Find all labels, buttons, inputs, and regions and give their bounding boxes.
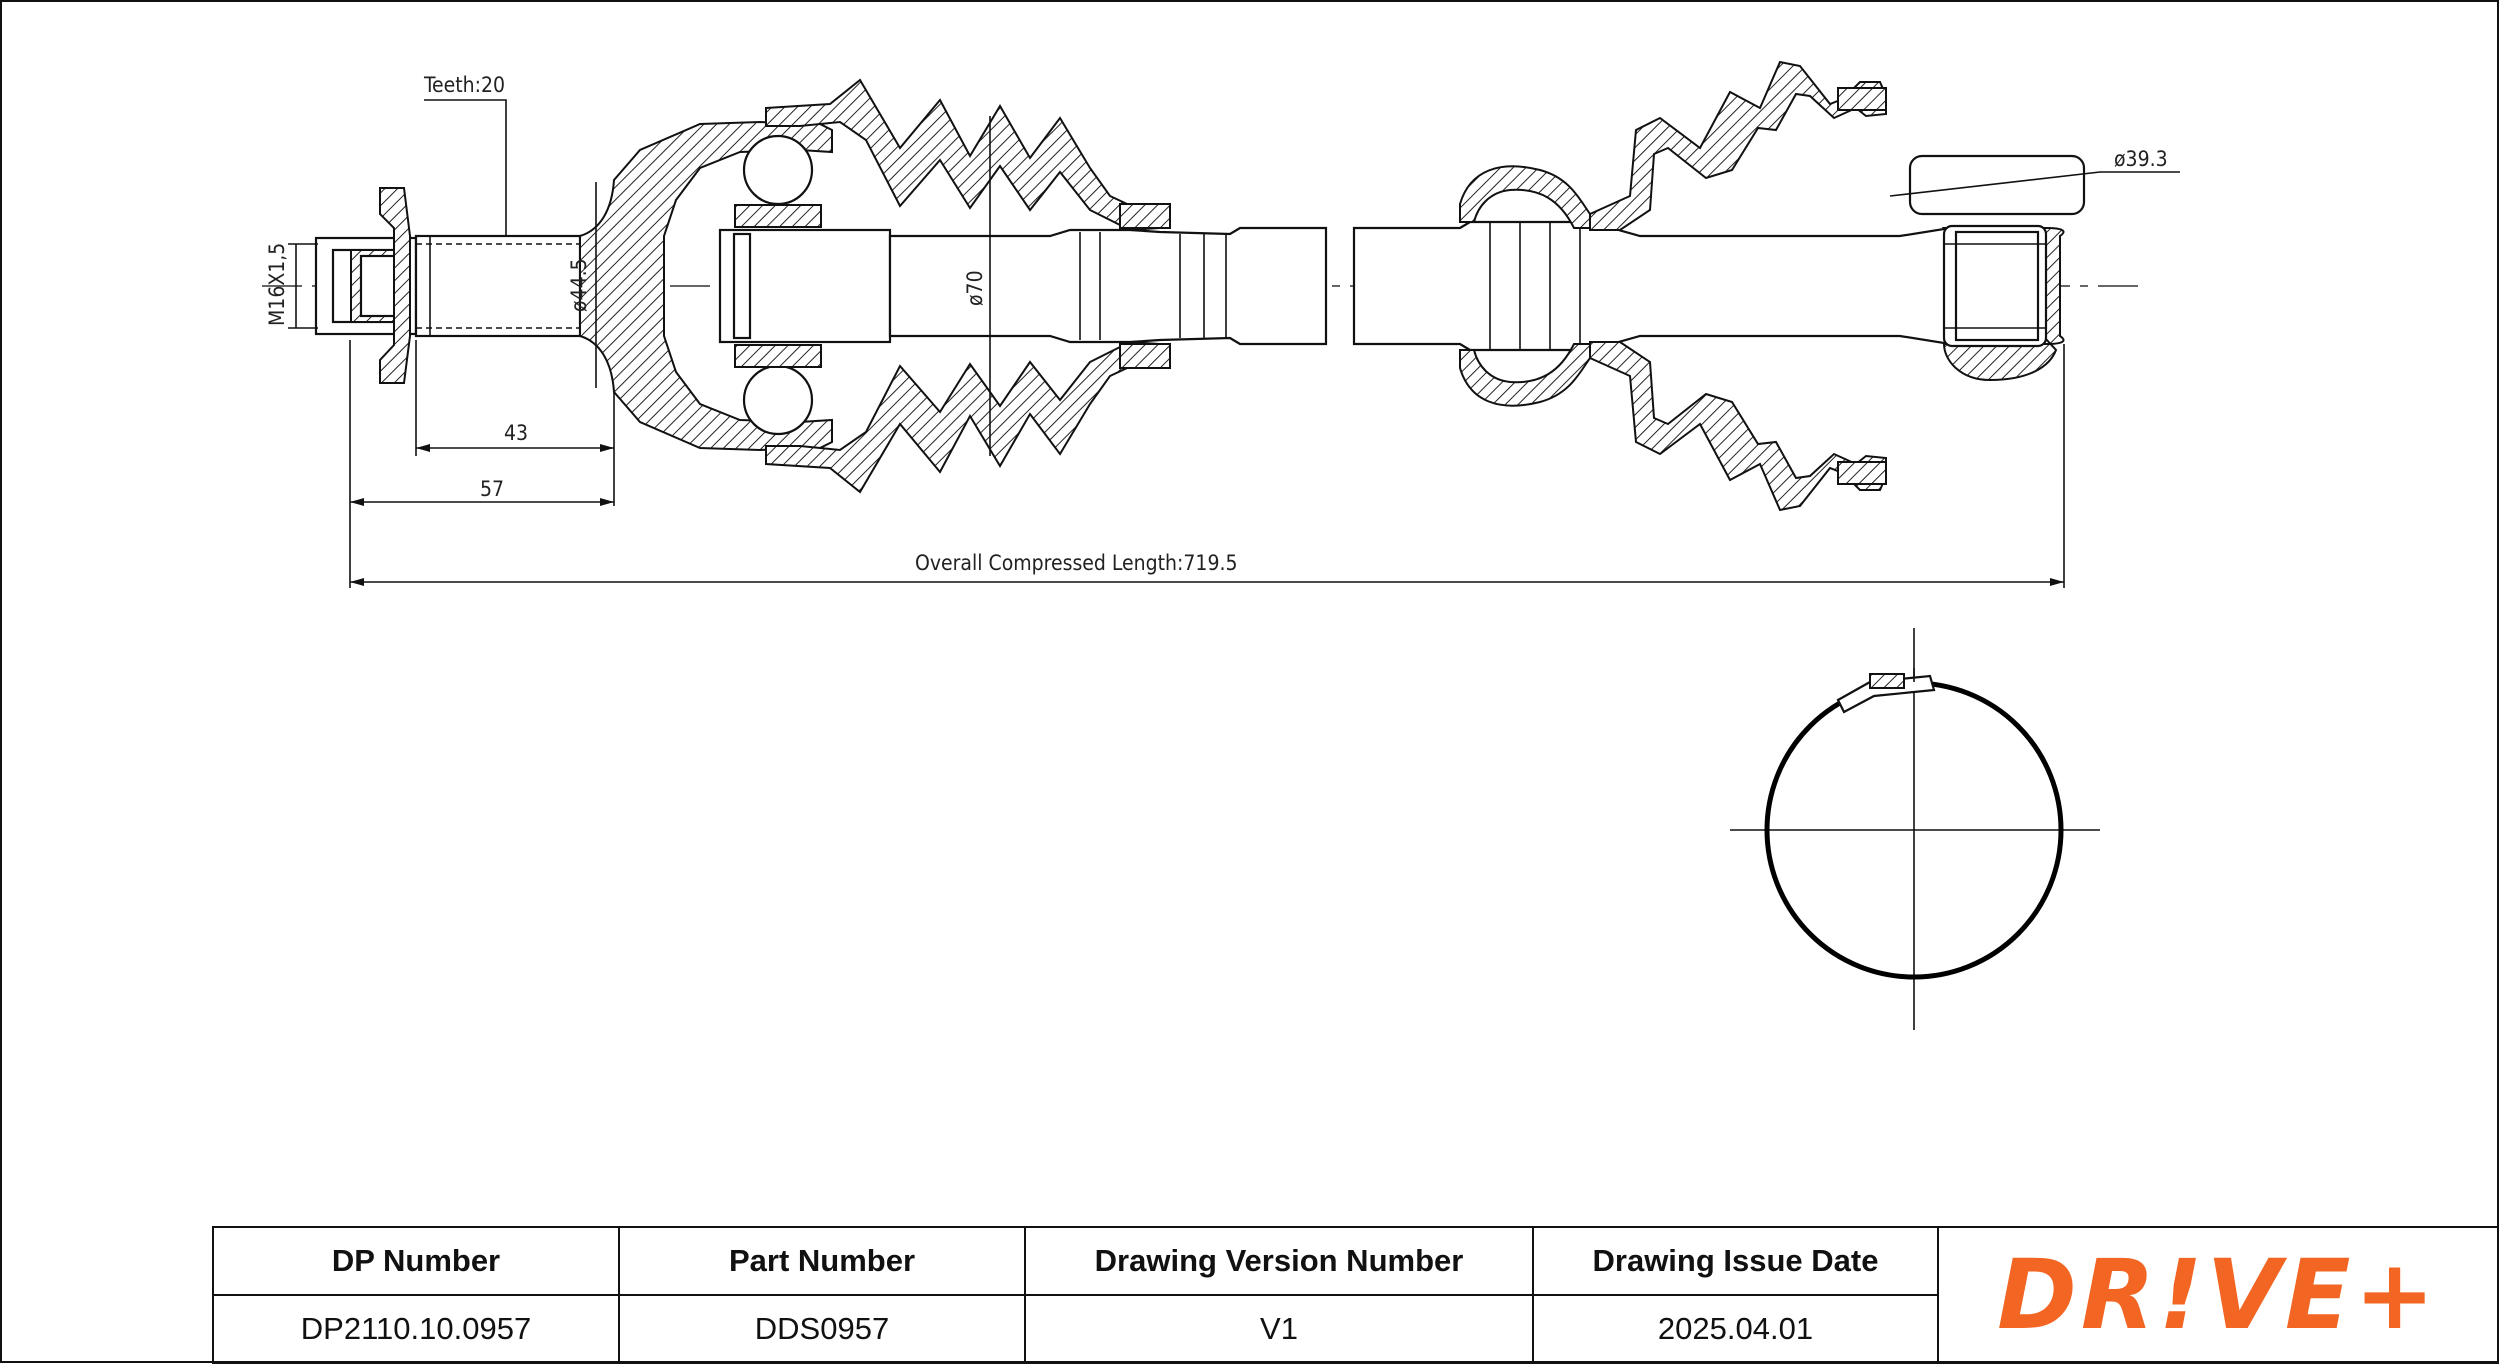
dp-number-header: DP Number xyxy=(212,1226,620,1296)
overall-length-value: 719.5 xyxy=(1183,551,1237,575)
version-value: V1 xyxy=(1024,1294,1534,1364)
shaft-right xyxy=(1352,165,1952,407)
overall-length-text: Overall Compressed Length: xyxy=(915,551,1183,575)
outer-cv-joint xyxy=(579,120,892,452)
issue-date-value: 2025.04.01 xyxy=(1532,1294,1939,1364)
inner-joint-end xyxy=(1908,154,2086,382)
title-block: DP Number Part Number Drawing Version Nu… xyxy=(212,1226,2499,1364)
inner-boot xyxy=(1589,60,1887,512)
part-number-value: DDS0957 xyxy=(618,1294,1026,1364)
brand-logo: DR!VE+ xyxy=(1937,1226,2499,1364)
version-header: Drawing Version Number xyxy=(1024,1226,1534,1296)
threaded-stub xyxy=(314,187,582,384)
thread-label: M16X1,5 xyxy=(265,243,289,326)
spline-diameter-label: ø44.5 xyxy=(567,258,591,312)
teeth-label: Teeth:20 xyxy=(423,73,505,97)
length-43-label: 43 xyxy=(504,421,528,445)
outer-diameter-label: ø39.3 xyxy=(2114,147,2168,171)
part-number-header: Part Number xyxy=(618,1226,1026,1296)
issue-date-header: Drawing Issue Date xyxy=(1532,1226,1939,1296)
length-57-label: 57 xyxy=(480,477,504,501)
dp-number-value: DP2110.10.0957 xyxy=(212,1294,620,1364)
clamp-ring xyxy=(1730,628,2100,1030)
logo-text: DR!VE+ xyxy=(1997,1239,2439,1351)
overall-length-label: Overall Compressed Length:719.5 xyxy=(915,551,1237,575)
outer-boot xyxy=(765,78,1171,494)
dimension-lines xyxy=(288,99,2180,588)
shaft-left xyxy=(888,226,1328,346)
cv-diameter-label: ø70 xyxy=(963,270,987,306)
